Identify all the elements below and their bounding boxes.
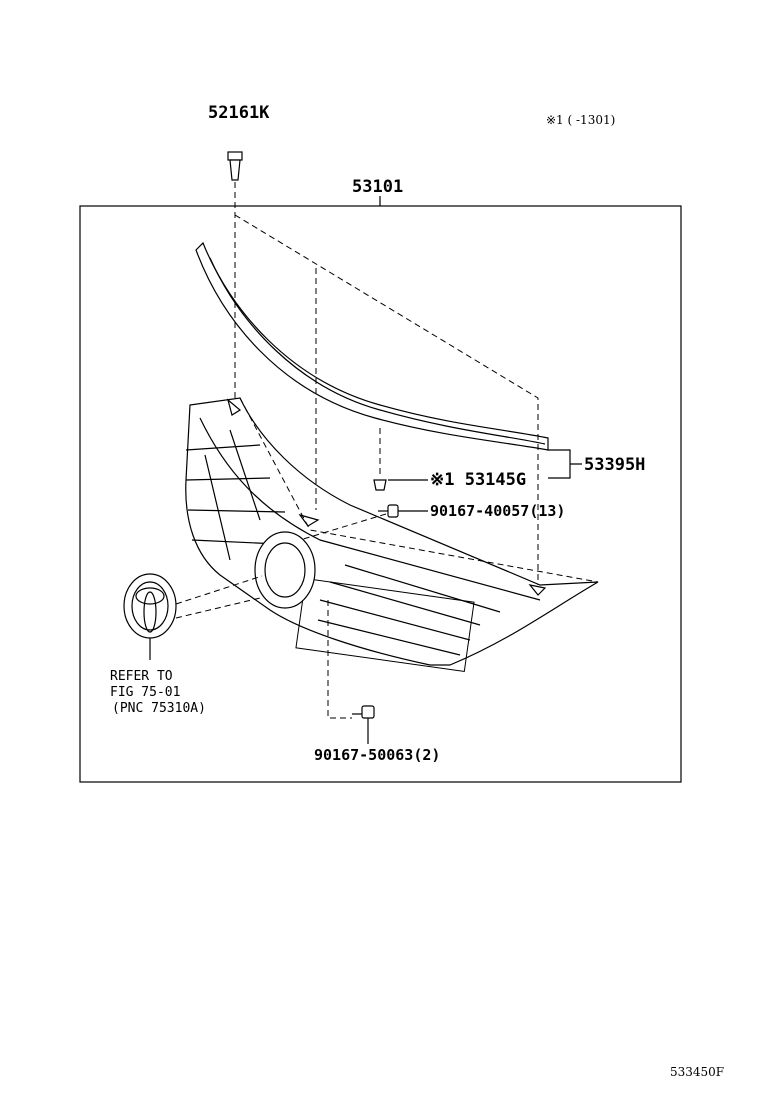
radiator-grille (185, 397, 599, 673)
screw-b-icon (352, 705, 375, 719)
molding-leader (548, 449, 582, 479)
label-refer-1: REFER TO (110, 669, 173, 684)
label-53101: 53101 (352, 177, 403, 197)
toyota-emblem (123, 573, 177, 660)
label-90167-50063: 90167-50063(2) (314, 746, 440, 764)
label-note-top: ※1 ( -1301) (546, 113, 615, 127)
label-53145g: ※1 53145G (430, 470, 526, 490)
screw-a-icon (378, 504, 399, 518)
assembly-line-6 (327, 600, 352, 719)
assembly-line-7 (175, 575, 263, 619)
label-refer-2: FIG 75-01 (110, 685, 180, 700)
figure-code: 533450F (670, 1065, 724, 1079)
assembly-line-5 (299, 513, 387, 541)
label-53395h: 53395H (584, 455, 645, 475)
label-90167-40057: 90167-40057(13) (430, 502, 565, 520)
assembly-line-2 (234, 214, 539, 585)
assembly-line-8 (239, 397, 599, 583)
label-refer-3: (PNC 75310A) (112, 701, 206, 716)
clip-top-icon (227, 151, 243, 181)
clip-mid-icon (373, 479, 387, 491)
label-52161k: 52161K (208, 103, 270, 123)
